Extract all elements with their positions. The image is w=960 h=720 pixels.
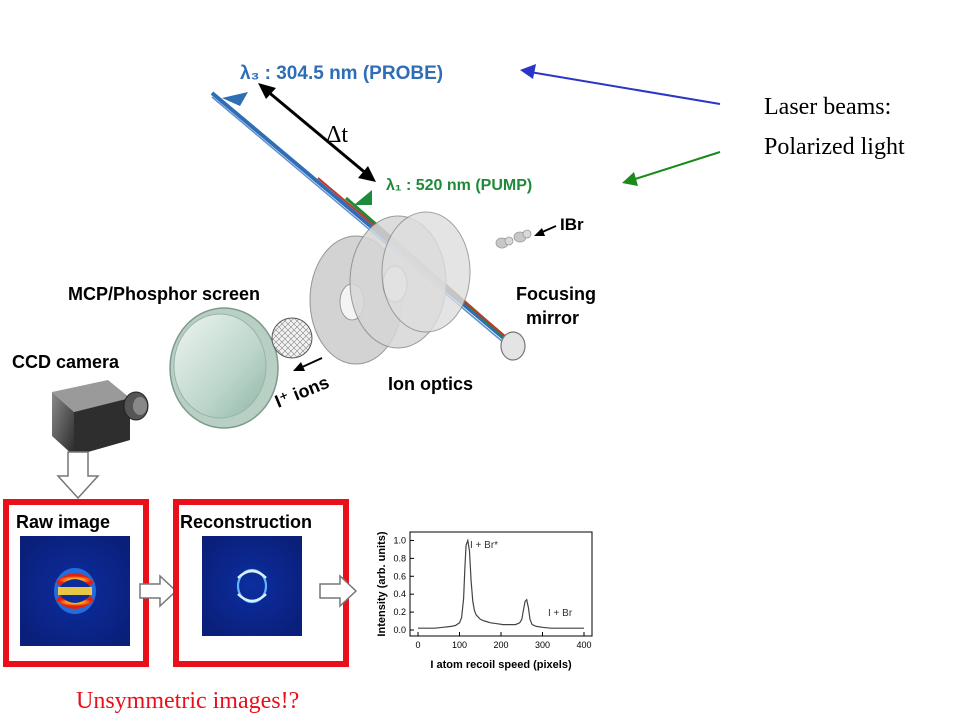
chart-frame bbox=[409, 531, 593, 637]
chart-y-tick-label: 0.6 bbox=[393, 571, 406, 581]
ibr-molecules-icon bbox=[495, 229, 532, 249]
chart-x-tick-label: 0 bbox=[415, 640, 420, 650]
pump-beam-marker bbox=[354, 190, 372, 205]
annotation-arrow-probe bbox=[520, 64, 721, 105]
footer-note: Unsymmetric images!? bbox=[76, 688, 299, 714]
chart-ylabel: Intensity (arb. units) bbox=[376, 531, 388, 636]
speed-distribution-chart: 0.0 0.2 0.4 0.6 0.8 1.0 0 100 200 300 400 I + Br*… bbox=[376, 531, 593, 671]
right-arrow-icon bbox=[139, 574, 178, 608]
ion-optics-label: Ion optics bbox=[388, 374, 473, 394]
probe-beam-marker bbox=[222, 92, 248, 106]
raw-image-highlight bbox=[3, 499, 149, 667]
chart-y-tick-label: 1.0 bbox=[393, 535, 406, 545]
right-arrow-icon-2 bbox=[319, 574, 358, 608]
annotation-line-1: Laser beams: bbox=[764, 94, 891, 120]
chart-xlabel: I atom recoil speed (pixels) bbox=[430, 659, 572, 671]
ions-arrow bbox=[293, 357, 323, 371]
ions-label: I⁺ ions bbox=[272, 372, 332, 412]
reconstruction-label: Reconstruction bbox=[180, 512, 312, 532]
ccd-camera-icon bbox=[52, 380, 149, 456]
probe-label: λ₃ : 304.5 nm (PROBE) bbox=[240, 63, 443, 84]
ibr-arrow bbox=[534, 225, 557, 236]
chart-x-ticks: 0 100 200 300 400 bbox=[415, 632, 592, 650]
chart-y-tick-label: 0.4 bbox=[393, 589, 406, 599]
ion-sphere-icon bbox=[271, 317, 313, 359]
ion-optics-icon bbox=[309, 211, 471, 365]
raw-image-label: Raw image bbox=[16, 512, 110, 532]
chart-x-tick-label: 300 bbox=[535, 640, 550, 650]
chart-y-ticks: 0.0 0.2 0.4 0.6 0.8 1.0 bbox=[393, 535, 414, 635]
focusing-label-2: mirror bbox=[526, 308, 579, 328]
raw-image-icon bbox=[20, 536, 130, 646]
annotation-arrow-pump bbox=[622, 151, 721, 186]
down-arrow-icon bbox=[56, 451, 100, 500]
chart-annotation-br-star: I + Br* bbox=[470, 540, 498, 551]
chart-x-tick-label: 200 bbox=[493, 640, 508, 650]
mcp-label: MCP/Phosphor screen bbox=[68, 284, 260, 304]
annotation-line-2: Polarized light bbox=[764, 134, 905, 160]
focusing-mirror-icon bbox=[500, 331, 526, 361]
chart-x-tick-label: 400 bbox=[576, 640, 591, 650]
delay-arrow bbox=[258, 83, 376, 182]
ccd-label: CCD camera bbox=[12, 352, 120, 372]
chart-series-line bbox=[418, 538, 584, 629]
phosphor-screen-icon bbox=[169, 307, 279, 429]
pump-label: λ₁ : 520 nm (PUMP) bbox=[386, 177, 532, 194]
chart-annotation-br: I + Br bbox=[548, 608, 573, 619]
reconstruction-image-icon bbox=[202, 536, 302, 636]
chart-x-tick-label: 100 bbox=[452, 640, 467, 650]
chart-y-tick-label: 0.2 bbox=[393, 607, 406, 617]
focusing-label-1: Focusing bbox=[516, 284, 596, 304]
ibr-label: IBr bbox=[560, 215, 584, 234]
delay-label: Δt bbox=[326, 122, 348, 148]
chart-y-tick-label: 0.0 bbox=[393, 625, 406, 635]
chart-y-tick-label: 0.8 bbox=[393, 553, 406, 563]
